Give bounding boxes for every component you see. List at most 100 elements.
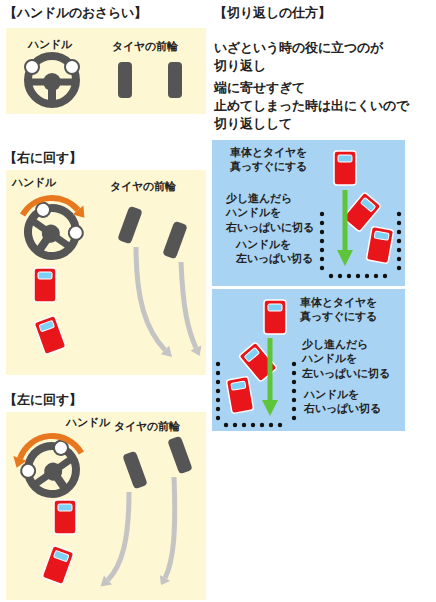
curb-dot	[260, 423, 264, 427]
curb-dot	[365, 274, 369, 278]
turn-arrow-head	[13, 456, 26, 468]
curb-dot	[292, 416, 296, 420]
curb-dot	[383, 274, 387, 278]
note-line: 端に寄せすぎて	[214, 80, 305, 97]
steering-wheel	[16, 435, 88, 505]
curb-dot	[292, 380, 296, 384]
path-arrow	[136, 247, 165, 350]
panel: 【右に回す】ハンドルタイヤの前輪	[6, 170, 206, 375]
curb-dot	[251, 423, 255, 427]
curb-dot	[374, 274, 378, 278]
car	[343, 192, 382, 232]
path-arrow	[108, 492, 129, 580]
move-arrow	[268, 338, 273, 402]
note-line: いざという時の役に立つのが	[214, 40, 383, 57]
front-tire	[167, 436, 192, 475]
car	[264, 300, 286, 334]
panel-label: タイヤの前輪	[114, 420, 180, 434]
panel-heading: 【右に回す】	[4, 150, 82, 167]
panel-label: タイヤの前輪	[110, 180, 176, 194]
curb-dot	[242, 423, 246, 427]
section-heading: 【切り返しの仕方】	[214, 5, 331, 22]
car	[366, 226, 394, 263]
curb-dot	[320, 230, 324, 234]
note-line: 切り返しして	[214, 116, 292, 133]
panel: 車体とタイヤを 真っすぐにする少し進んだら ハンドルを 左いっぱいに切るハンドル…	[212, 289, 405, 431]
panel: 【ハンドルのおさらい】ハンドルタイヤの前輪	[6, 28, 206, 114]
turn-arrow	[20, 436, 81, 458]
panel-label: 車体とタイヤを 真っすぐにする	[230, 146, 307, 175]
path-arrow	[165, 477, 175, 578]
curb-dot	[320, 266, 324, 270]
curb-dot	[320, 212, 324, 216]
curb-dot	[224, 423, 228, 427]
path-arrow	[181, 262, 196, 348]
panel-ground	[6, 170, 206, 375]
curb-dot	[216, 389, 220, 393]
note-line: 切り返し	[214, 58, 266, 75]
curb-dot	[216, 407, 220, 411]
car	[42, 545, 74, 584]
curb-dot	[292, 362, 296, 366]
panel-ground	[212, 289, 405, 431]
curb-dot	[233, 423, 237, 427]
panel: 【左に回す】ハンドルタイヤの前輪	[6, 412, 206, 600]
path-arrow-head	[161, 346, 172, 357]
curb-dot	[338, 274, 342, 278]
curb-dot	[216, 371, 220, 375]
panel-ground	[6, 28, 206, 114]
front-tire	[162, 221, 187, 260]
car	[34, 268, 56, 302]
curb-dot	[216, 380, 220, 384]
curb-dot	[397, 248, 401, 252]
curb-dot	[269, 423, 273, 427]
car	[54, 500, 76, 534]
front-tire	[117, 206, 142, 245]
panel-label: ハンドルを 右いっぱい切る	[304, 388, 381, 417]
panel-heading: 【ハンドルのおさらい】	[4, 5, 147, 22]
curb-dot	[397, 239, 401, 243]
curb-dot	[397, 212, 401, 216]
car	[34, 315, 66, 354]
panel-heading: 【左に回す】	[4, 392, 82, 409]
curb-dot	[292, 407, 296, 411]
car	[334, 151, 356, 185]
panel-label: タイヤの前輪	[112, 40, 178, 54]
steering-wheel	[16, 197, 88, 267]
curb-dot	[397, 230, 401, 234]
turn-arrow-head	[73, 206, 85, 218]
turn-arrow	[23, 198, 78, 215]
move-arrow	[343, 190, 348, 252]
path-arrow-head	[191, 346, 202, 356]
curb-dot	[397, 221, 401, 225]
steering-wheel	[25, 56, 79, 104]
panel-label: 少し進んだら ハンドルを 左いっぱいに切る	[302, 338, 390, 381]
curb-dot	[216, 416, 220, 420]
panel-ground	[6, 412, 206, 600]
car	[226, 376, 254, 413]
curb-dot	[397, 266, 401, 270]
panel-label: ハンドル	[28, 38, 72, 52]
curb-dot	[292, 398, 296, 402]
curb-dot	[292, 389, 296, 393]
front-tire	[122, 451, 147, 490]
panel-label: ハンドルを 左いっぱい切る	[236, 238, 313, 267]
curb-dot	[216, 398, 220, 402]
panel: 車体とタイヤを 真っすぐにする少し進んだら ハンドルを 右いっぱいに切るハンドル…	[212, 140, 405, 286]
curb-dot	[397, 257, 401, 261]
path-arrow-head	[101, 576, 113, 587]
curb-dot	[278, 423, 282, 427]
curb-dot	[329, 274, 333, 278]
curb-dot	[320, 221, 324, 225]
note-line: 止めてしまった時は出にくいので	[214, 98, 409, 115]
move-arrow-head	[262, 400, 278, 416]
path-arrow-head	[160, 575, 170, 585]
curb-dot	[347, 274, 351, 278]
panel-label: ハンドル	[66, 416, 110, 430]
panel-ground	[212, 140, 405, 286]
panel-label: ハンドル	[12, 176, 56, 190]
curb-dot	[320, 248, 324, 252]
front-tire	[168, 62, 182, 98]
curb-dot	[216, 362, 220, 366]
panel-label: 少し進んだら ハンドルを 右いっぱいに切る	[226, 192, 314, 235]
